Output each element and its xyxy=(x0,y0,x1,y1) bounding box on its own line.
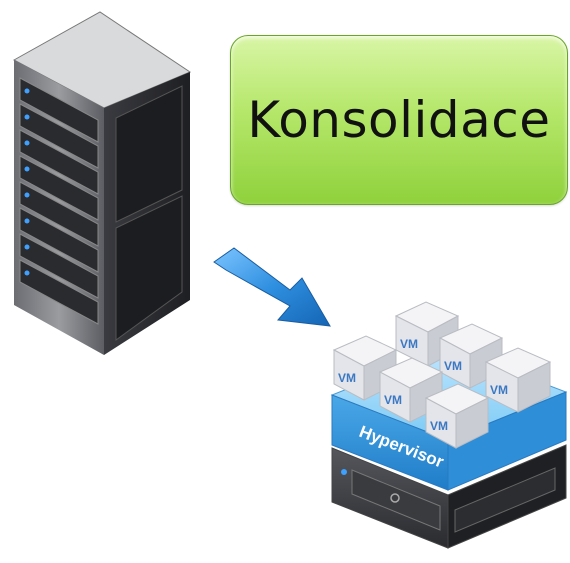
vm-label: VM xyxy=(490,383,508,397)
vm-label: VM xyxy=(430,419,448,433)
arrow-icon xyxy=(213,247,331,327)
vm-label: VM xyxy=(384,393,402,407)
konsolidace-banner: Konsolidace xyxy=(230,35,568,205)
vm-cube-icon: VM xyxy=(484,347,552,413)
banner-label: Konsolidace xyxy=(247,91,551,149)
server-rack-icon xyxy=(12,11,192,355)
vm-cube-icon: VM xyxy=(424,383,490,449)
vm-label: VM xyxy=(444,359,462,373)
vm-label: VM xyxy=(400,337,418,351)
vm-label: VM xyxy=(338,371,356,385)
vm-cubes: VM VM VM VM xyxy=(332,301,552,449)
